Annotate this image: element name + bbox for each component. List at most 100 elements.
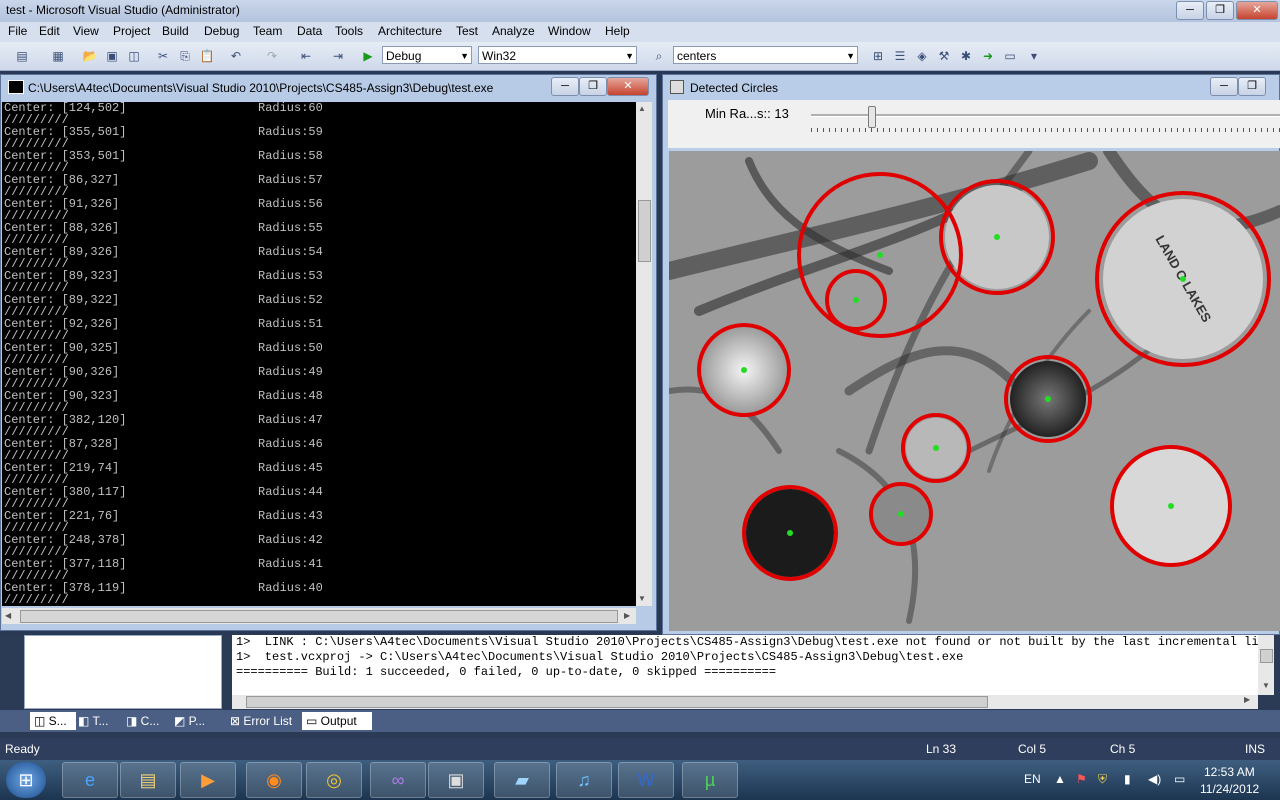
security-icon[interactable]: ⛨ [1098,772,1108,786]
console-close-button[interactable]: ✕ [607,77,649,96]
scroll-up-icon[interactable]: ▲ [638,104,646,113]
menu-view[interactable]: View [73,24,99,38]
platform-value: Win32 [482,49,517,63]
scroll-thumb[interactable] [638,200,651,262]
console-line: Center: [248,378]Radius:42///////// [2,534,636,558]
paste-icon[interactable]: 📋 [199,49,215,63]
language-indicator[interactable]: EN [1024,772,1041,786]
find-combo[interactable]: centers▼ [673,46,858,64]
start-button[interactable]: ⊞ [6,762,46,798]
toolbar-options-icon[interactable]: ▾ [1030,49,1038,63]
restore-button[interactable]: ❐ [1206,1,1234,20]
open-file-icon[interactable]: 📂 [82,49,98,63]
properties-icon[interactable]: ☰ [894,49,906,63]
navigate-backward-icon[interactable]: ⇤ [300,49,312,63]
volume-icon[interactable]: ◀) [1148,772,1162,786]
tab-class-view[interactable]: ◨ C... [126,712,159,730]
tab-error-list[interactable]: ⊠ Error List [230,712,292,730]
console-restore-button[interactable]: ❐ [579,77,607,96]
chrome-icon[interactable]: ◎ [306,762,362,798]
scroll-thumb[interactable] [20,610,618,623]
start-page-icon[interactable]: ➜ [982,49,994,63]
console-title-bar: C:\Users\A4tec\Documents\Visual Studio 2… [2,76,655,98]
save-icon[interactable]: ▣ [106,49,118,63]
circles-restore-button[interactable]: ❐ [1238,77,1266,96]
output-vertical-scrollbar[interactable]: ▼ [1258,635,1274,695]
output-icon: ▭ [306,714,321,728]
firefox-icon[interactable]: ◉ [246,762,302,798]
menu-project[interactable]: Project [113,24,151,38]
menu-team[interactable]: Team [253,24,283,38]
visual-studio-icon[interactable]: ∞ [370,762,426,798]
save-all-icon[interactable]: ◫ [128,49,140,63]
object-browser-icon[interactable]: ◈ [917,49,927,63]
internet-explorer-icon[interactable]: e [62,762,118,798]
console-horizontal-scrollbar[interactable]: ◀ ▶ [2,608,636,624]
utorrent-icon[interactable]: µ [682,762,738,798]
console-vertical-scrollbar[interactable]: ▲ ▼ [636,102,652,606]
slider-thumb[interactable] [868,106,876,128]
menu-architecture[interactable]: Architecture [378,24,443,38]
scroll-thumb[interactable] [1260,649,1273,663]
scroll-down-icon[interactable]: ▼ [638,594,646,603]
add-item-icon[interactable]: ▦ [52,49,64,63]
menu-debug[interactable]: Debug [204,24,240,38]
detected-circle [1095,191,1271,367]
clock-date[interactable]: 11/24/2012 [1200,782,1260,796]
action-center-icon[interactable]: ⚑ [1076,772,1087,786]
minimize-button[interactable]: ─ [1176,1,1204,20]
word-icon[interactable]: W [618,762,674,798]
menu-data[interactable]: Data [297,24,323,38]
command-window-icon[interactable]: ▭ [1004,49,1016,63]
tab-team-explorer[interactable]: ◧ T... [78,712,108,730]
separator-text: ///////// [4,161,69,175]
undo-icon[interactable]: ↶ [230,49,242,63]
toolbox-icon[interactable]: ⚒ [938,49,950,63]
itunes-icon[interactable]: ♫ [556,762,612,798]
close-button[interactable]: ✕ [1236,1,1278,20]
tab-solution-explorer[interactable]: ◫ S... [30,712,76,730]
copy-icon[interactable]: ⎘ [180,49,190,63]
status-line: Ln 33 [926,742,957,756]
circles-minimize-button[interactable]: ─ [1210,77,1238,96]
battery-icon[interactable]: ▭ [1174,772,1186,786]
clock-time[interactable]: 12:53 AM [1204,765,1255,779]
scroll-right-icon[interactable]: ▶ [1244,695,1251,704]
slider-track[interactable] [811,114,1280,117]
output-horizontal-scrollbar[interactable]: ▶ [232,695,1258,709]
cut-icon[interactable]: ✂ [157,49,169,63]
menu-tools[interactable]: Tools [335,24,364,38]
show-hidden-icons-icon[interactable]: ▲ [1054,772,1066,786]
console-line: Center: [89,323]Radius:53///////// [2,270,636,294]
menu-build[interactable]: Build [162,24,189,38]
separator-text: ///////// [4,257,69,271]
menu-file[interactable]: File [8,24,28,38]
console-app-icon[interactable]: ▣ [428,762,484,798]
menu-test[interactable]: Test [456,24,479,38]
menu-help[interactable]: Help [605,24,630,38]
menu-window[interactable]: Window [548,24,591,38]
solution-config-combo[interactable]: Debug▼ [382,46,472,64]
find-in-files-icon[interactable]: ⌕ [655,49,663,63]
console-minimize-button[interactable]: ─ [551,77,579,96]
media-player-icon[interactable]: ▶ [180,762,236,798]
network-icon[interactable]: ▮ [1124,772,1131,786]
tab-property-manager[interactable]: ◩ P... [174,712,205,730]
menu-analyze[interactable]: Analyze [492,24,535,38]
platform-combo[interactable]: Win32▼ [478,46,637,64]
extension-manager-icon[interactable]: ✱ [960,49,972,63]
menu-edit[interactable]: Edit [39,24,60,38]
file-explorer-icon[interactable]: ▤ [120,762,176,798]
navigate-forward-icon[interactable]: ⇥ [332,49,344,63]
scroll-thumb[interactable] [246,696,988,708]
new-project-icon[interactable]: ▤ [16,49,28,63]
scroll-left-icon[interactable]: ◀ [5,611,12,620]
redo-icon[interactable]: ↷ [266,49,278,63]
solution-explorer-icon[interactable]: ⊞ [872,49,884,63]
tab-output[interactable]: ▭ Output [302,712,372,730]
scroll-down-icon[interactable]: ▼ [1262,681,1270,690]
start-debugging-icon[interactable]: ▶ [363,49,373,63]
notes-icon[interactable]: ▰ [494,762,550,798]
detected-circle [901,413,971,483]
scroll-right-icon[interactable]: ▶ [624,611,631,620]
